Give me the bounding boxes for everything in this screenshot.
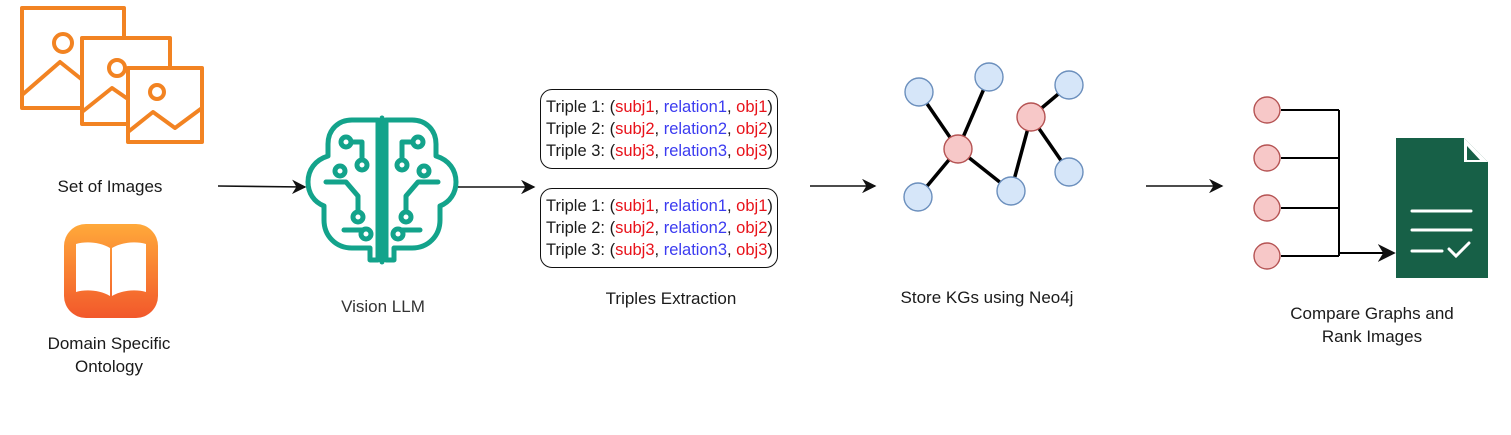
triples-label: Triples Extraction xyxy=(605,289,737,308)
triple-row: Triple 3: (subj3, relation3, obj3) xyxy=(546,142,773,160)
images-icon xyxy=(20,6,204,144)
triple-row: Triple 1: (subj1, relation1, obj1) xyxy=(546,98,773,116)
arrow-images-to-llm xyxy=(217,179,307,195)
triple-row: Triple 2: (subj2, relation2, obj2) xyxy=(546,120,773,138)
flow-arrows xyxy=(217,178,1224,195)
book-icon xyxy=(64,224,158,318)
rank-label: Compare Graphs and Rank Images xyxy=(1290,304,1454,346)
ontology-label: Domain Specific Ontology xyxy=(47,334,171,376)
images-label: Set of Images xyxy=(57,177,163,196)
document-check-icon xyxy=(1396,138,1488,278)
brain-circuit-icon xyxy=(305,115,459,265)
triple-row: Triple 3: (subj3, relation3, obj3) xyxy=(546,241,773,259)
triple-box-1: Triple 1: (subj1, relation1, obj1) Tripl… xyxy=(540,89,778,169)
triple-row: Triple 2: (subj2, relation2, obj2) xyxy=(546,219,773,237)
kg-label: Store KGs using Neo4j xyxy=(900,288,1074,307)
triple-row: Triple 1: (subj1, relation1, obj1) xyxy=(546,197,773,215)
ranked-nodes xyxy=(1253,96,1396,270)
llm-label: Vision LLM xyxy=(341,297,425,316)
triple-box-2: Triple 1: (subj1, relation1, obj1) Tripl… xyxy=(540,188,778,268)
graph-icon xyxy=(903,62,1084,212)
